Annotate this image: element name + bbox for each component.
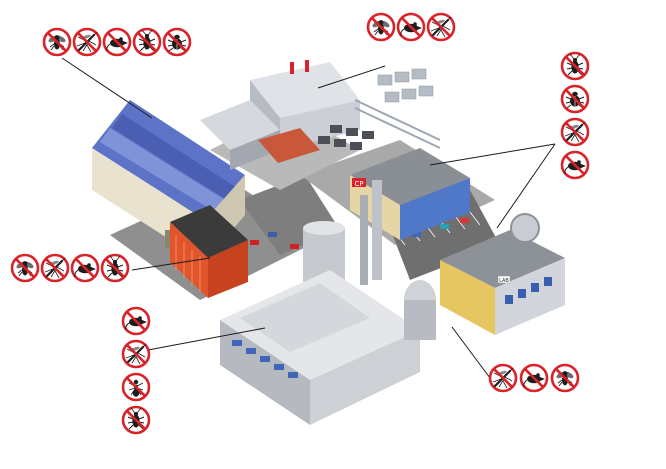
no-mosquito-icon bbox=[40, 253, 70, 283]
no-rat-icon bbox=[121, 306, 151, 336]
container-yard bbox=[354, 68, 441, 149]
no-beetle-icon bbox=[560, 84, 590, 114]
logistics-pests bbox=[366, 12, 456, 42]
no-rat-icon bbox=[102, 27, 132, 57]
no-rat-icon bbox=[560, 150, 590, 180]
cp-sign: CP bbox=[354, 180, 363, 188]
no-mosquito-icon bbox=[560, 117, 590, 147]
no-cockroach-icon bbox=[100, 253, 130, 283]
no-mosquito-icon bbox=[121, 339, 151, 369]
storage-pests bbox=[10, 253, 130, 283]
no-cockroach-icon bbox=[121, 405, 151, 435]
parking-lot bbox=[250, 211, 481, 249]
logistics-center bbox=[200, 60, 374, 170]
no-fly-icon bbox=[42, 27, 72, 57]
lab-sign: LAB bbox=[499, 278, 509, 284]
no-mosquito-icon bbox=[72, 27, 102, 57]
leader-lines bbox=[61, 57, 556, 379]
no-fly-icon bbox=[550, 363, 580, 393]
no-beetle-icon bbox=[162, 27, 192, 57]
lab-pests bbox=[488, 363, 580, 393]
no-fly-icon bbox=[366, 12, 396, 42]
no-ant-icon bbox=[121, 372, 151, 402]
storage-building bbox=[170, 205, 248, 298]
no-mosquito-icon bbox=[488, 363, 518, 393]
no-fly-icon bbox=[10, 253, 40, 283]
warehouse-pests bbox=[42, 27, 192, 57]
processing-plant bbox=[220, 270, 436, 425]
no-cockroach-icon bbox=[560, 51, 590, 81]
chimneys bbox=[360, 180, 382, 285]
no-rat-icon bbox=[396, 12, 426, 42]
plant-pests bbox=[121, 306, 151, 435]
no-rat-icon bbox=[70, 253, 100, 283]
no-mosquito-icon bbox=[426, 12, 456, 42]
no-rat-icon bbox=[519, 363, 549, 393]
no-cockroach-icon bbox=[132, 27, 162, 57]
lab-building: LAB bbox=[440, 213, 565, 335]
office-pests bbox=[560, 51, 590, 180]
